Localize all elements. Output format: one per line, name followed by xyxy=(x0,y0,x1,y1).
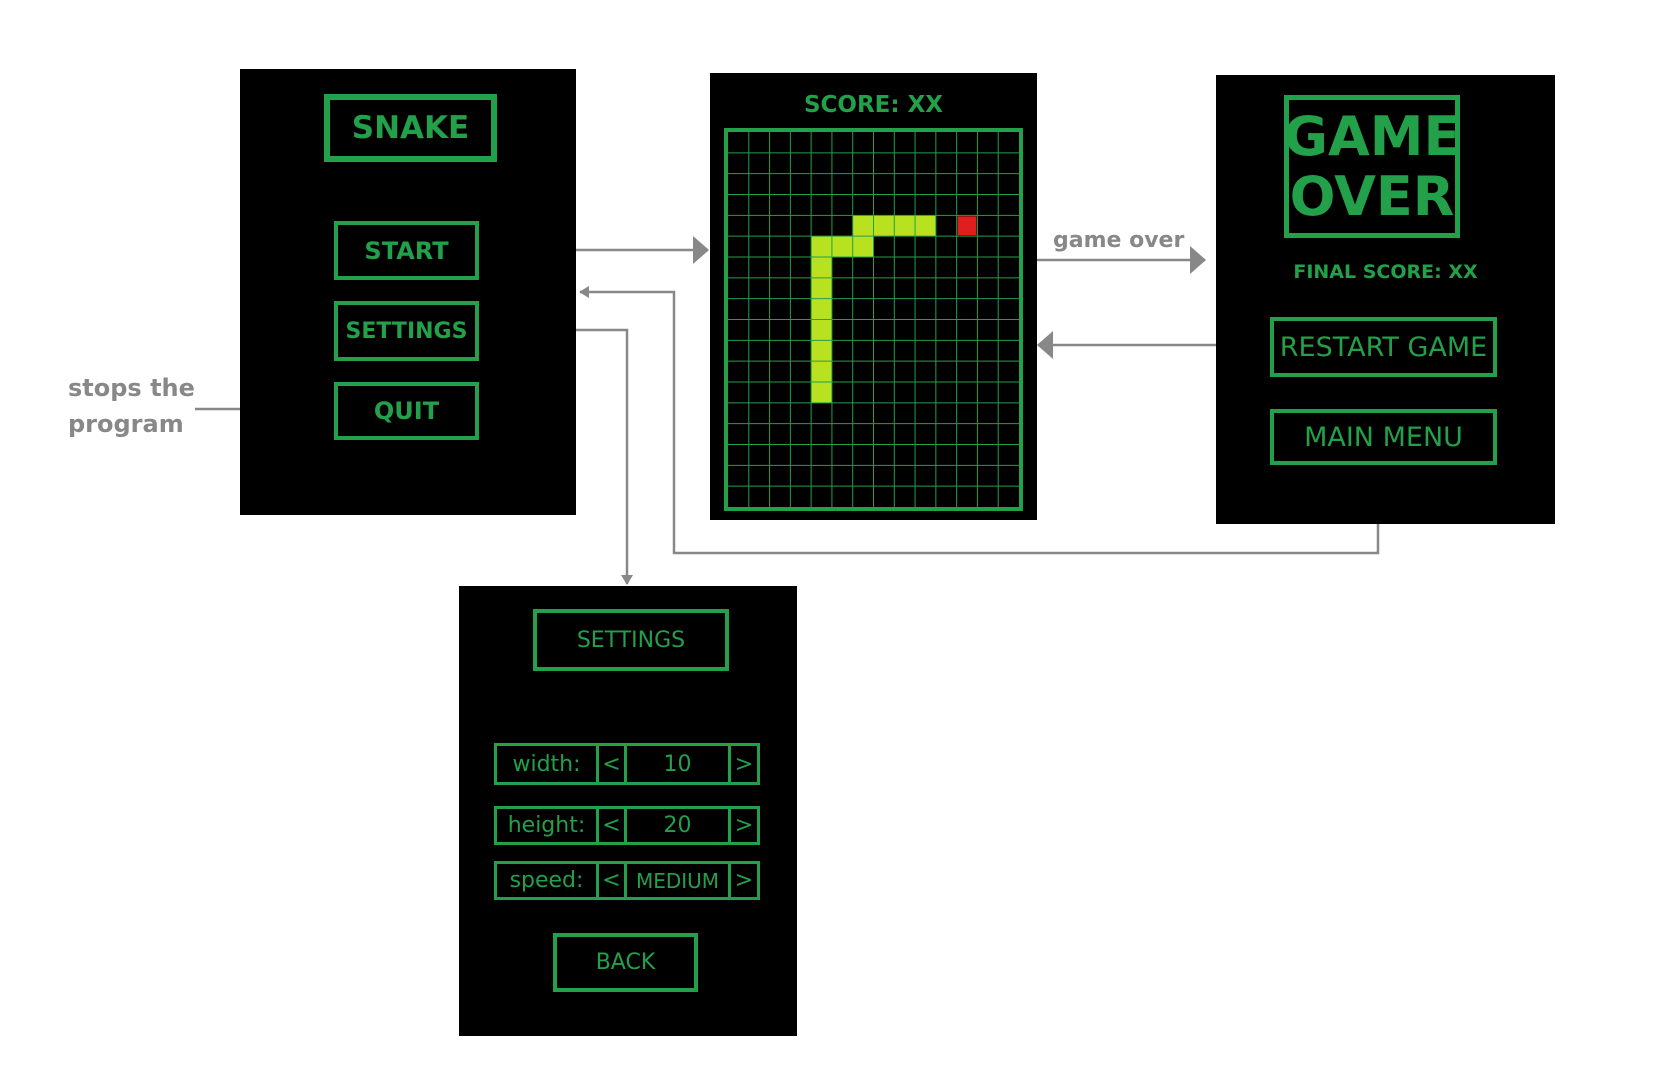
food-pellet xyxy=(957,216,977,236)
settings-button[interactable]: SETTINGS xyxy=(334,301,479,361)
score-label: SCORE: XX xyxy=(803,92,944,118)
speed-value: MEDIUM xyxy=(627,864,731,897)
snake-title: SNAKE xyxy=(324,94,497,162)
final-score-label: FINAL SCORE: XX xyxy=(1293,261,1478,283)
height-label: height: xyxy=(497,809,599,842)
back-button[interactable]: BACK xyxy=(553,933,698,992)
settings-title: SETTINGS xyxy=(533,609,729,671)
speed-decrease-button[interactable]: < xyxy=(599,864,627,897)
snake-segment xyxy=(811,277,832,299)
snake-segment xyxy=(852,236,874,257)
snake-segment xyxy=(852,215,874,237)
game-over-title-line1: GAME xyxy=(1283,104,1461,168)
restart-game-button[interactable]: RESTART GAME xyxy=(1270,317,1497,377)
snake-segment xyxy=(894,215,916,237)
game-over-edge-label: game over xyxy=(1053,228,1185,253)
height-decrease-button[interactable]: < xyxy=(599,809,627,842)
snake-segment xyxy=(811,382,832,403)
width-increase-button[interactable]: > xyxy=(734,751,754,777)
snake-segment xyxy=(811,340,832,362)
grid-border xyxy=(724,128,1023,511)
height-increase-button[interactable]: > xyxy=(734,813,754,838)
width-decrease-button[interactable]: < xyxy=(599,746,627,782)
snake-segment xyxy=(873,215,895,237)
snake-segment xyxy=(811,319,832,341)
quit-note-line1: stops the xyxy=(68,374,195,402)
snake-segment xyxy=(811,298,832,320)
main-menu-screen xyxy=(240,69,576,515)
width-value: 10 xyxy=(627,746,731,782)
snake-segment xyxy=(811,361,832,382)
game-over-title-line2: OVER xyxy=(1289,164,1455,228)
width-setting-row: width: < 10 > xyxy=(494,743,760,785)
snake-segment xyxy=(811,236,832,257)
snake-segment xyxy=(831,236,853,257)
width-label: width: xyxy=(497,746,599,782)
snake-segment xyxy=(915,215,936,237)
snake-segment xyxy=(811,257,832,278)
start-button[interactable]: START xyxy=(334,221,479,280)
game-over-title: GAME OVER xyxy=(1284,95,1460,238)
speed-label: speed: xyxy=(497,864,599,897)
quit-note-line2: program xyxy=(68,410,184,438)
height-setting-row: height: < 20 > xyxy=(494,806,760,845)
quit-button[interactable]: QUIT xyxy=(334,382,479,440)
height-value: 20 xyxy=(627,809,731,842)
game-grid xyxy=(724,128,1023,511)
speed-increase-button[interactable]: > xyxy=(734,868,754,893)
speed-setting-row: speed: < MEDIUM > xyxy=(494,861,760,900)
settings-screen xyxy=(459,586,797,1036)
main-menu-button[interactable]: MAIN MENU xyxy=(1270,409,1497,465)
